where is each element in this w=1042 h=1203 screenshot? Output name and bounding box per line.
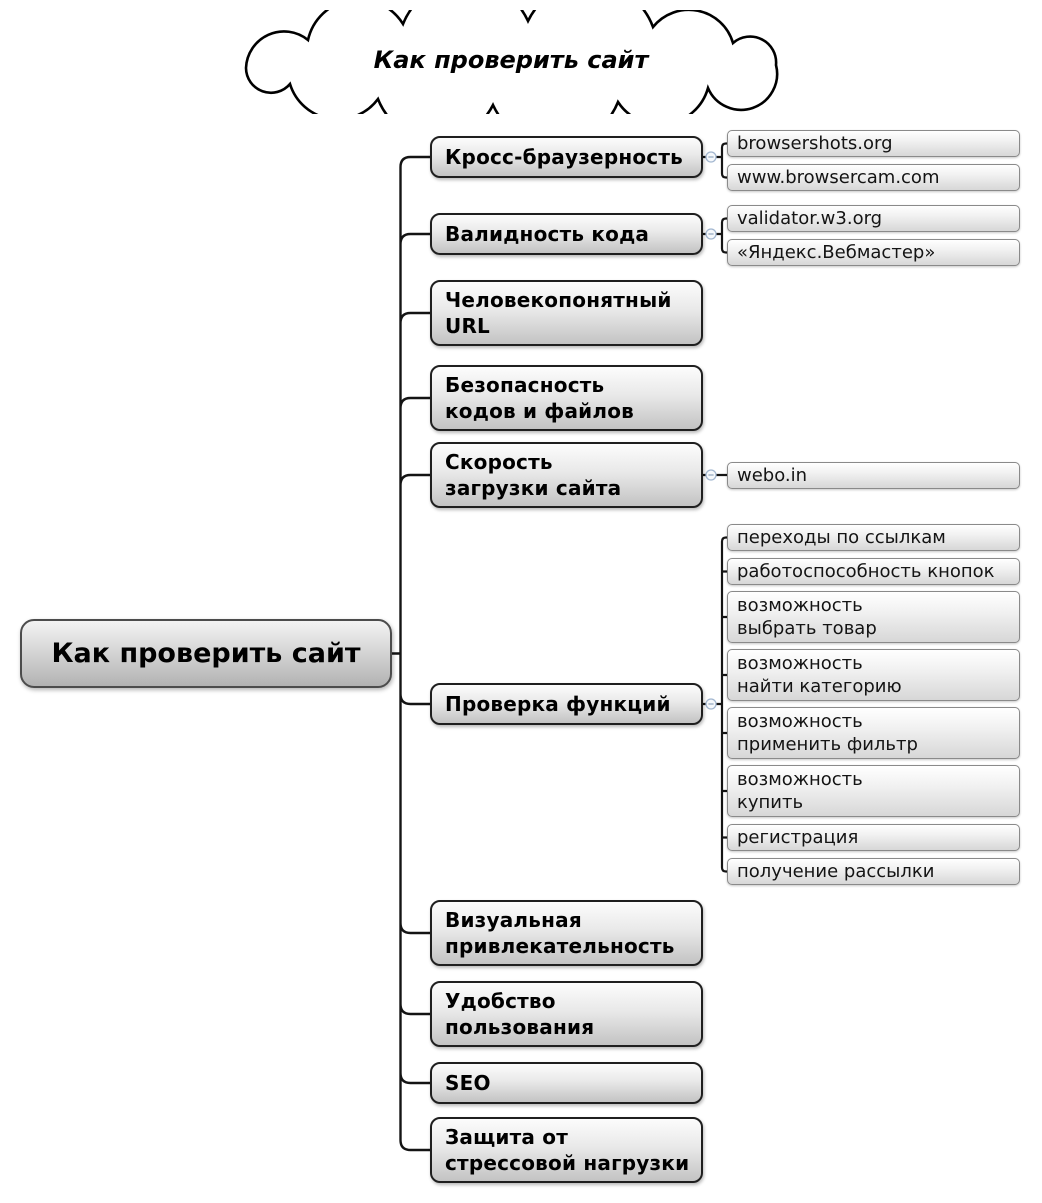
leaf-label: возможность найти категорию — [737, 653, 902, 697]
leaf-webo-in[interactable]: webo.in — [727, 462, 1020, 489]
leaf-yandex-webmaster[interactable]: «Яндекс.Вебмастер» — [727, 239, 1020, 266]
branch-label: SEO — [445, 1071, 491, 1095]
branch-label: Проверка функций — [445, 692, 671, 716]
leaf-label: переходы по ссылкам — [737, 527, 946, 548]
root-label: Как проверить сайт — [51, 638, 361, 669]
leaf-label: «Яндекс.Вебмастер» — [737, 242, 936, 263]
branch-usability[interactable]: Удобство пользования — [430, 981, 703, 1047]
leaf-label: получение рассылки — [737, 861, 935, 882]
collapse-toggle-load-speed[interactable] — [705, 469, 717, 481]
branch-label: Кросс-браузерность — [445, 145, 683, 169]
branch-visual-appeal[interactable]: Визуальная привлекательность — [430, 900, 703, 966]
leaf-apply-filter[interactable]: возможность применить фильтр — [727, 707, 1020, 759]
branch-cross-browser[interactable]: Кросс-браузерность — [430, 136, 703, 178]
leaf-link-transitions[interactable]: переходы по ссылкам — [727, 524, 1020, 551]
collapse-toggle-function-check[interactable] — [705, 698, 717, 710]
leaf-newsletter[interactable]: получение рассылки — [727, 858, 1020, 885]
leaf-find-category[interactable]: возможность найти категорию — [727, 649, 1020, 701]
branch-label: Человекопонятный URL — [445, 288, 672, 338]
branch-stress-protection[interactable]: Защита от стрессовой нагрузки — [430, 1117, 703, 1183]
root-node[interactable]: Как проверить сайт — [20, 619, 392, 688]
leaf-validator-w3[interactable]: validator.w3.org — [727, 205, 1020, 232]
branch-label: Валидность кода — [445, 222, 650, 246]
leaf-label: работоспособность кнопок — [737, 561, 995, 582]
leaf-label: validator.w3.org — [737, 208, 883, 229]
leaf-label: www.browsercam.com — [737, 167, 940, 188]
cloud-title: Как проверить сайт — [373, 46, 649, 74]
leaf-select-product[interactable]: возможность выбрать товар — [727, 591, 1020, 643]
leaf-label: webo.in — [737, 465, 808, 486]
cloud-topic[interactable]: Как проверить сайт — [228, 10, 794, 114]
child-bracket-connectors — [701, 142, 730, 873]
collapse-toggle-code-validity[interactable] — [705, 228, 717, 240]
branch-label: Защита от стрессовой нагрузки — [445, 1125, 690, 1175]
leaf-label: возможность применить фильтр — [737, 711, 918, 755]
tree-connectors — [390, 155, 432, 1152]
leaf-browsercam[interactable]: www.browsercam.com — [727, 164, 1020, 191]
branch-function-check[interactable]: Проверка функций — [430, 683, 703, 725]
leaf-registration[interactable]: регистрация — [727, 824, 1020, 851]
branch-label: Визуальная привлекательность — [445, 908, 675, 958]
branch-code-file-security[interactable]: Безопасность кодов и файлов — [430, 365, 703, 431]
branch-label: Скорость загрузки сайта — [445, 450, 622, 500]
collapse-toggle-cross-browser[interactable] — [705, 151, 717, 163]
branch-seo[interactable]: SEO — [430, 1062, 703, 1104]
leaf-browsershots[interactable]: browsershots.org — [727, 130, 1020, 157]
leaf-label: возможность купить — [737, 769, 863, 813]
leaf-label: browsershots.org — [737, 133, 893, 154]
cloud-shape-icon — [244, 10, 779, 114]
branch-label: Удобство пользования — [445, 989, 595, 1039]
leaf-button-operability[interactable]: работоспособность кнопок — [727, 558, 1020, 585]
branch-friendly-url[interactable]: Человекопонятный URL — [430, 280, 703, 346]
branch-load-speed[interactable]: Скорость загрузки сайта — [430, 442, 703, 508]
leaf-label: возможность выбрать товар — [737, 595, 877, 639]
leaf-purchase[interactable]: возможность купить — [727, 765, 1020, 817]
branch-code-validity[interactable]: Валидность кода — [430, 213, 703, 255]
leaf-label: регистрация — [737, 827, 859, 848]
branch-label: Безопасность кодов и файлов — [445, 373, 635, 423]
